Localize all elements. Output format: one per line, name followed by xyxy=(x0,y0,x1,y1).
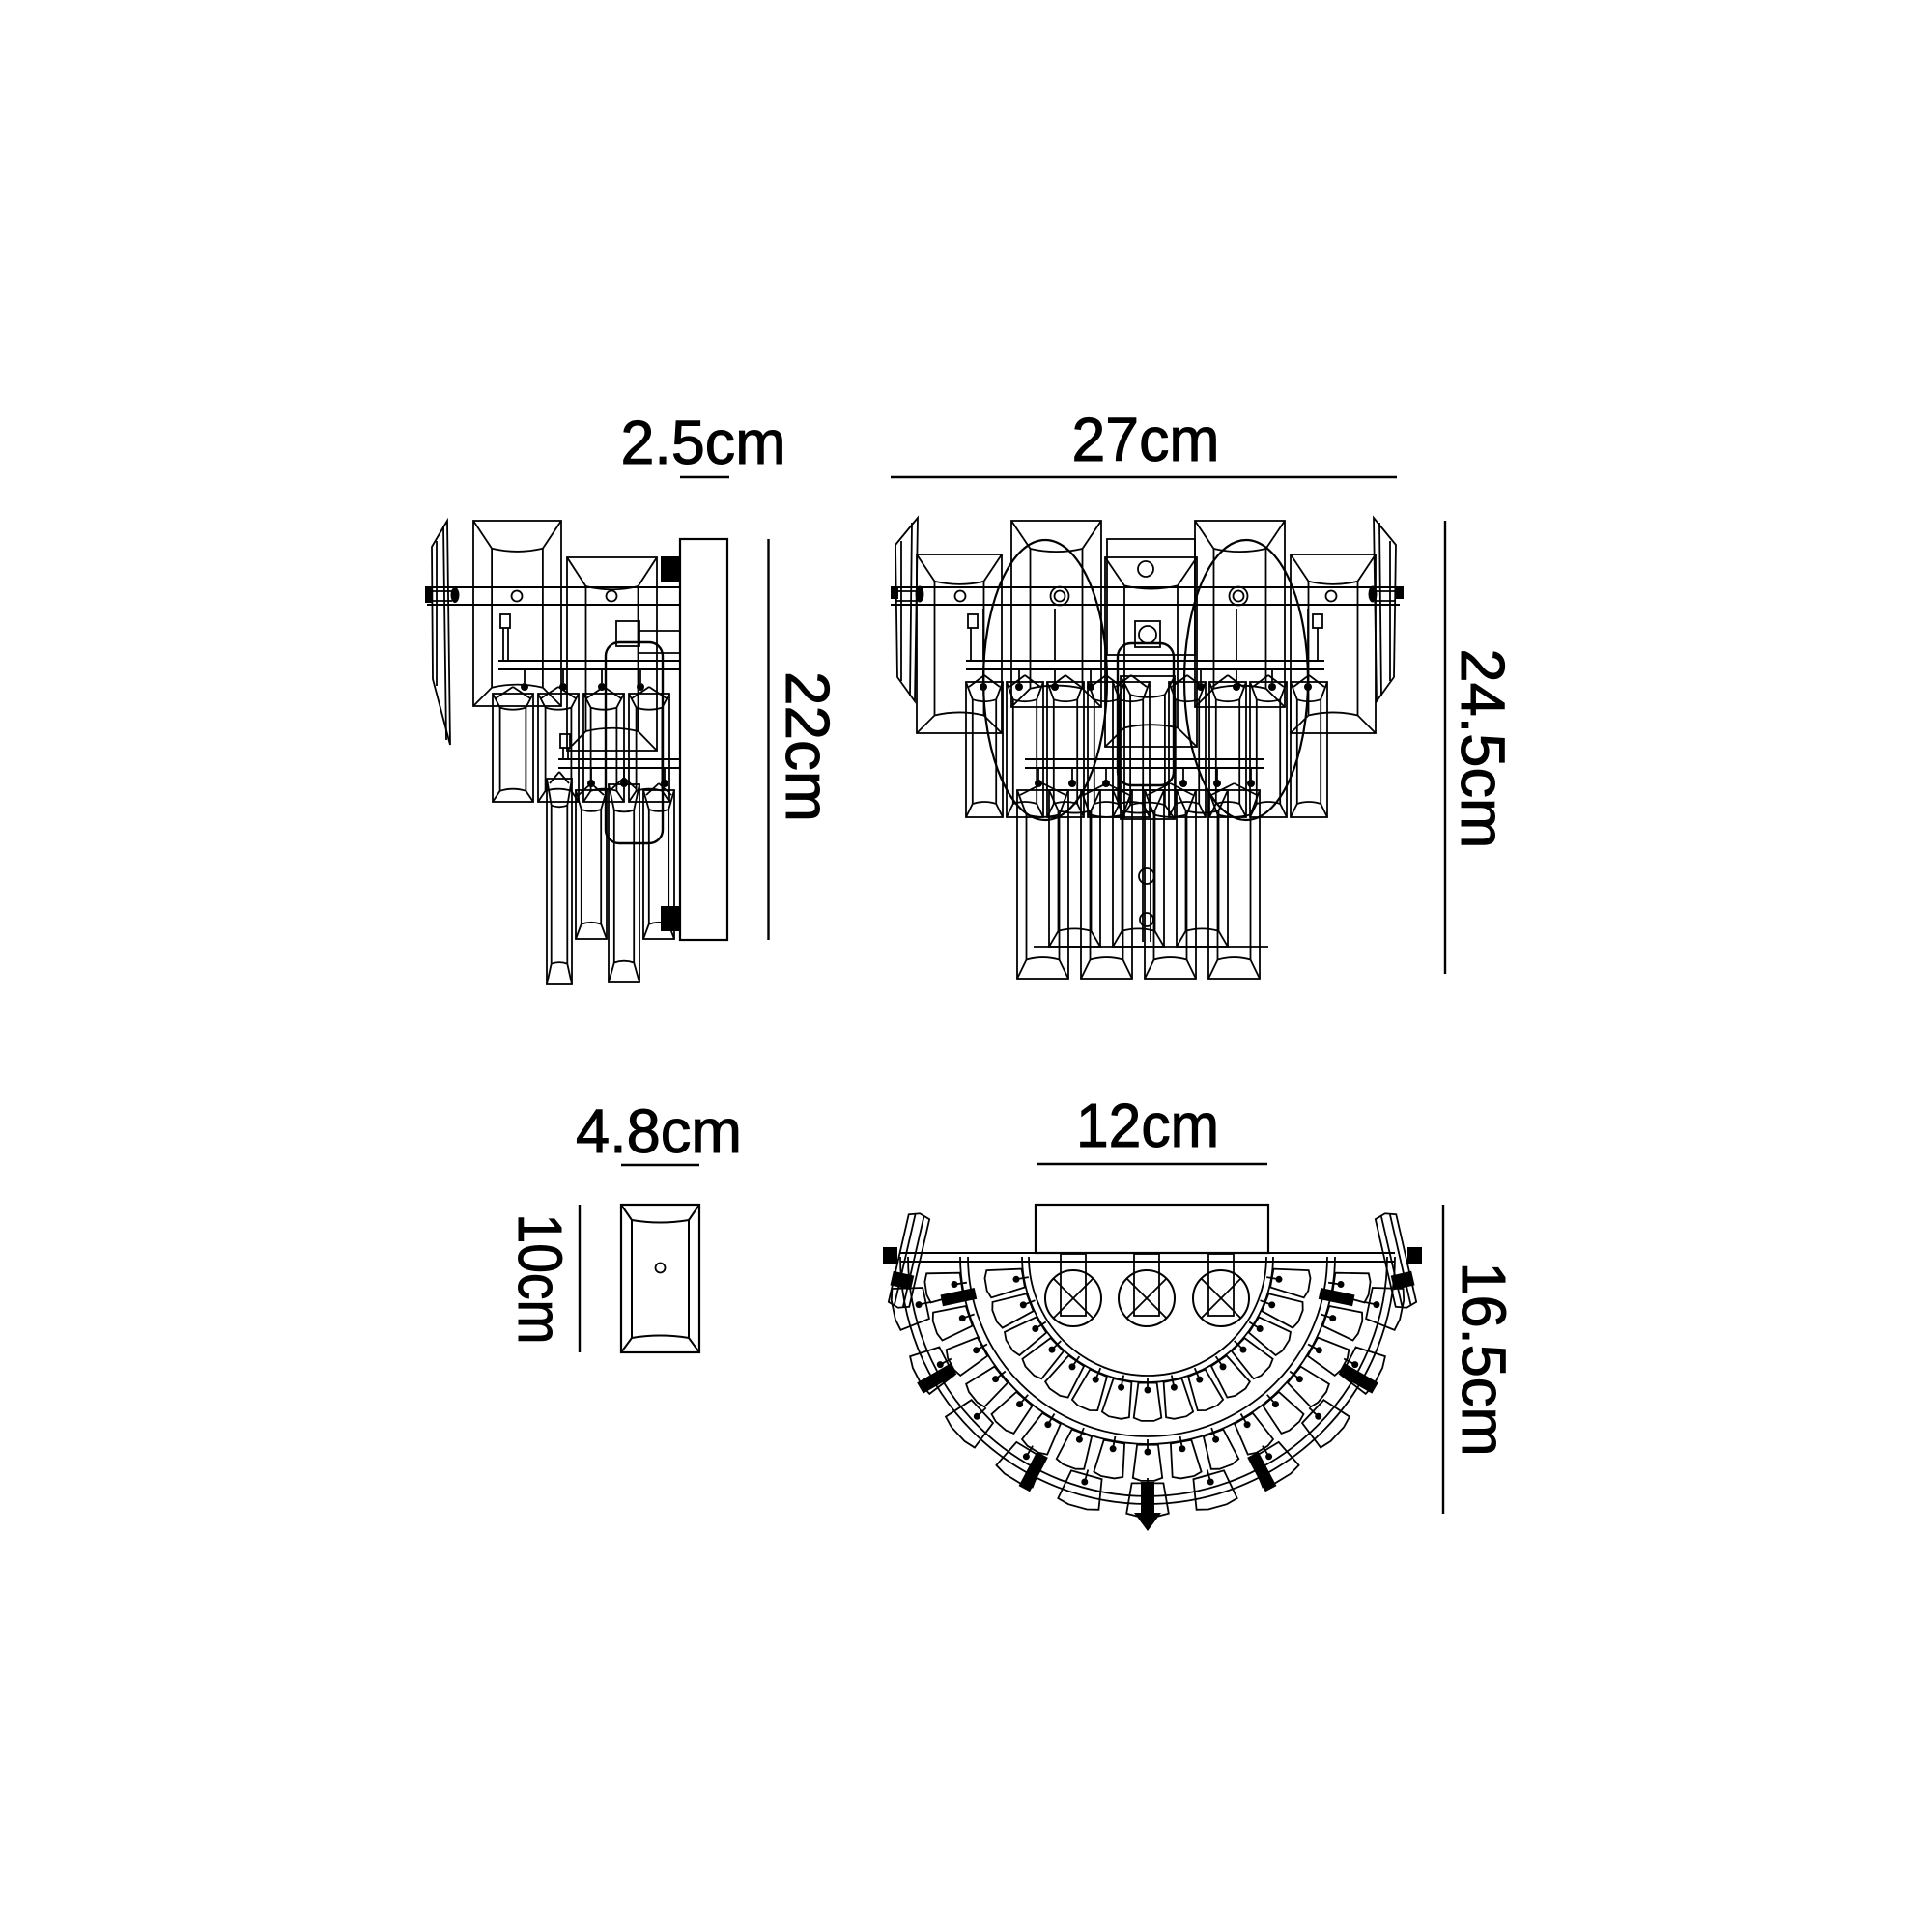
svg-text:2.5cm: 2.5cm xyxy=(621,408,786,477)
svg-text:10cm: 10cm xyxy=(505,1214,575,1345)
svg-text:16.5cm: 16.5cm xyxy=(1449,1263,1519,1457)
svg-text:27cm: 27cm xyxy=(1072,405,1220,474)
svg-text:24.5cm: 24.5cm xyxy=(1448,649,1518,849)
svg-text:4.8cm: 4.8cm xyxy=(576,1096,742,1166)
svg-text:22cm: 22cm xyxy=(773,671,842,822)
svg-text:12cm: 12cm xyxy=(1076,1091,1219,1160)
